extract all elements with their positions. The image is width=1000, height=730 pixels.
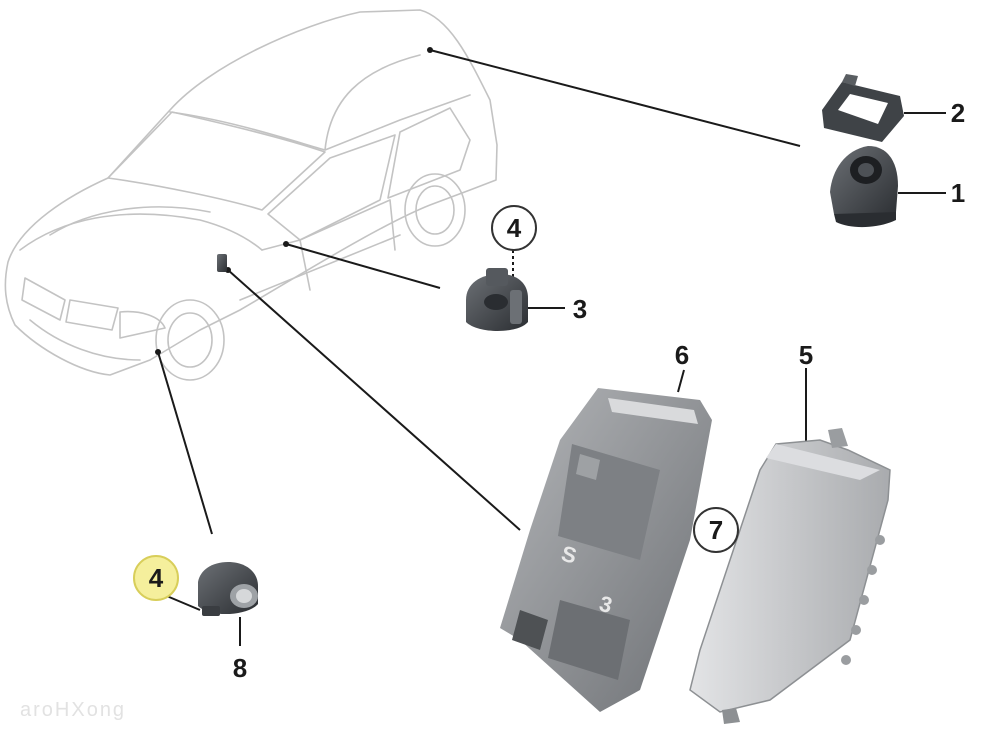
- part-1-camera: [830, 146, 898, 228]
- callout-2-label: 2: [951, 98, 965, 128]
- callout-4-highlight-label: 4: [149, 563, 164, 593]
- callout-8-label: 8: [233, 653, 247, 683]
- callout-5-label: 5: [799, 340, 813, 370]
- part-3-sensor: [466, 268, 528, 331]
- callout-labels: 2 1 3 6 5 8 4 7 4: [133, 98, 965, 683]
- part-5-module: [689, 428, 891, 724]
- callout-7-label: 7: [709, 515, 723, 545]
- callout-4-highlight-ring: [133, 555, 179, 601]
- watermark: aroHXong: [20, 699, 126, 721]
- callout-4-ring: [491, 205, 537, 251]
- part-6-bracket: 3 S: [500, 388, 712, 712]
- part-2-frame: [822, 74, 904, 142]
- location-dots: [155, 47, 433, 355]
- callout-6-label: 6: [675, 340, 689, 370]
- car-outline: [4, 9, 498, 381]
- svg-text:S: S: [559, 541, 580, 569]
- callout-3-label: 3: [573, 294, 587, 324]
- side-sensor-icon: [217, 254, 227, 272]
- callout-7-ring: [693, 507, 739, 553]
- callout-1-label: 1: [951, 178, 965, 208]
- callout-4-label: 4: [507, 213, 522, 243]
- part-8-sensor: [198, 562, 258, 616]
